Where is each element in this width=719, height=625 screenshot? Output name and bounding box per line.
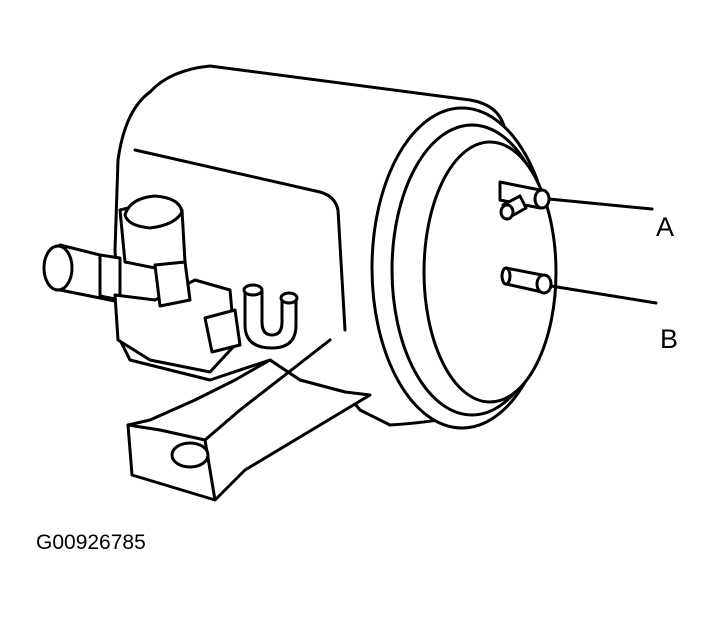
callout-b-leader <box>549 284 658 305</box>
port-b <box>500 266 553 295</box>
body-crease-line <box>133 148 347 332</box>
solenoid-valve <box>113 194 242 374</box>
vacuum-tube-fitting <box>242 283 299 350</box>
callout-a-leader <box>547 197 654 211</box>
bracket-mounting-hole <box>170 441 210 469</box>
electrical-connector <box>42 243 122 304</box>
end-cap-face <box>422 140 558 404</box>
callout-label-b: B <box>660 324 679 354</box>
callout-label-a: A <box>656 212 675 242</box>
figure-id-label: G00926785 <box>36 531 146 554</box>
